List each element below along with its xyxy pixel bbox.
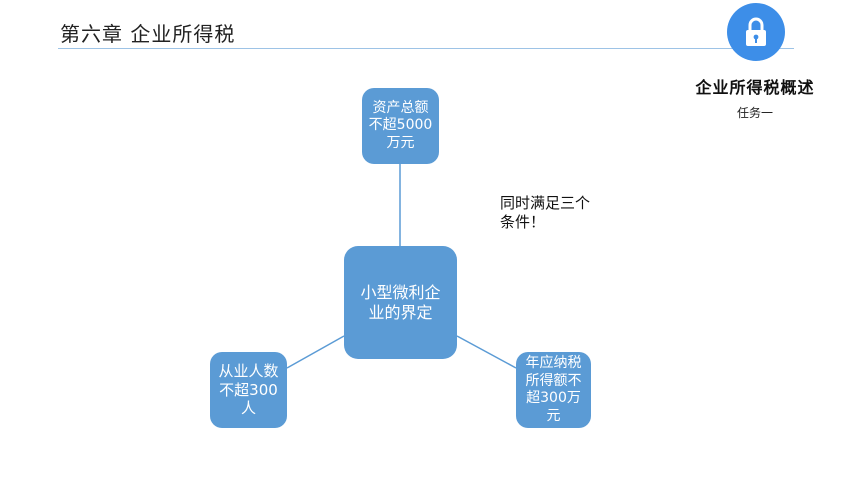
income-condition-label: 年应纳税所得额不超300万元: [525, 355, 582, 424]
section-title: 企业所得税概述: [695, 78, 815, 97]
connector-right: [456, 335, 517, 369]
center-node: 小型微利企业的界定: [344, 246, 457, 359]
income-condition-node: 年应纳税所得额不超300万元: [516, 352, 591, 428]
center-node-label: 小型微利企业的界定: [360, 282, 441, 322]
lock-icon: [746, 17, 766, 46]
lock-badge: [727, 3, 785, 61]
section-subtitle: 任务一: [736, 106, 773, 120]
asset-condition-node: 资产总额不超5000万元: [362, 88, 439, 164]
asset-condition-label: 资产总额不超5000万元: [368, 99, 433, 151]
chapter-title: 第六章 企业所得税: [60, 22, 236, 46]
connector-left: [286, 335, 345, 369]
employee-condition-node: 从业人数不超300人: [210, 352, 287, 428]
header-divider: [58, 48, 794, 49]
condition-note: 同时满足三个条件！: [500, 194, 591, 231]
employee-condition-label: 从业人数不超300人: [218, 361, 279, 418]
